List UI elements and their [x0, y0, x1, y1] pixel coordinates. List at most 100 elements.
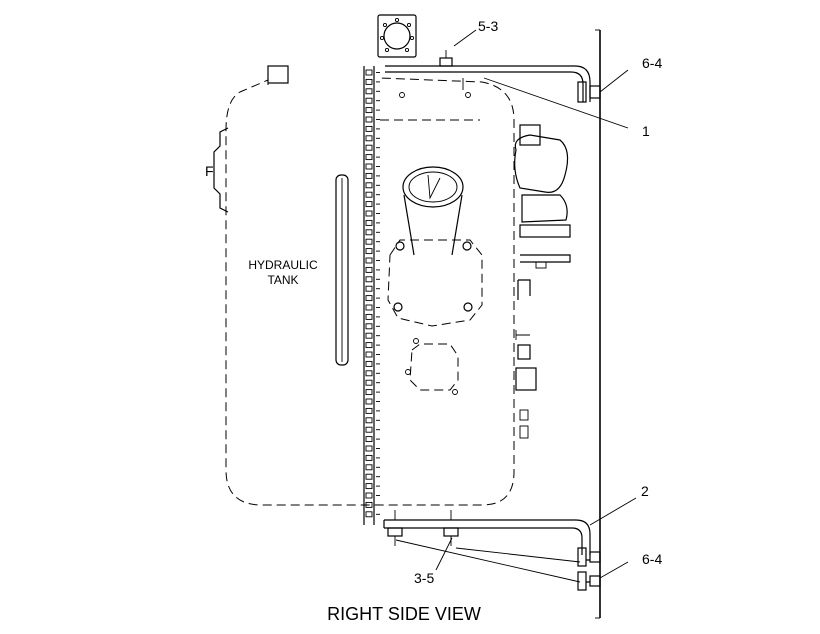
- frame-fastener: [365, 144, 373, 151]
- frame-fastener: [365, 135, 373, 142]
- frame-fastener: [365, 464, 373, 471]
- frame-fastener: [365, 172, 373, 179]
- flange-bolt-4: [463, 302, 473, 312]
- bolt-hole-3: [409, 35, 415, 41]
- sight-gauge: [335, 174, 349, 366]
- leader-3-5: [435, 537, 453, 571]
- frame-fastener: [365, 351, 373, 358]
- callout-1: 1: [642, 123, 650, 139]
- frame-fastener: [365, 266, 373, 273]
- frame-fastener: [365, 182, 373, 189]
- frame-fastener: [365, 295, 373, 302]
- frame-rail: [363, 66, 380, 525]
- bolt-hole-2: [406, 22, 412, 28]
- bolt-3-5-b: [443, 527, 459, 537]
- frame-fastener: [365, 313, 373, 320]
- leader-lines: [395, 29, 637, 583]
- frame-fastener: [365, 511, 373, 518]
- tank-label-line1: HYDRAULIC: [248, 258, 318, 272]
- bottom-bracket: [383, 510, 601, 591]
- leader-6-4-bottom: [599, 561, 629, 579]
- bolt-5-3: [439, 50, 453, 67]
- leader-2: [589, 497, 637, 526]
- bolt-3-5-a: [387, 527, 403, 537]
- lower-flange-bolt-3: [452, 389, 458, 395]
- letter-f-label: F: [205, 163, 214, 179]
- frame-fastener: [365, 276, 373, 283]
- clamp-6-4-top: [577, 81, 601, 103]
- leader-3-5-span: [395, 539, 581, 583]
- frame-fastener: [365, 445, 373, 452]
- frame-fastener: [365, 436, 373, 443]
- frame-fastener: [365, 332, 373, 339]
- hydraulic-tank: [213, 65, 515, 506]
- frame-fastener: [365, 398, 373, 405]
- frame-fastener: [365, 492, 373, 499]
- top-mount-hole: [383, 22, 411, 50]
- callout-6-4-top: 6-4: [642, 55, 662, 71]
- mount-hole-a: [399, 92, 405, 98]
- flange-bolt-2: [462, 241, 472, 251]
- frame-fastener: [365, 323, 373, 330]
- flange-bolt-1: [395, 241, 405, 251]
- frame-fastener: [365, 285, 373, 292]
- frame-fastener: [365, 219, 373, 226]
- top-mount-plate: [377, 14, 417, 58]
- mount-hole-b: [465, 92, 471, 98]
- tank-label-line2: TANK: [267, 273, 298, 287]
- frame-fastener: [365, 154, 373, 161]
- callout-5-3: 5-3: [478, 18, 498, 34]
- bolt-hole-7: [384, 47, 390, 53]
- leader-3-5-span-b: [455, 547, 581, 563]
- callout-2: 2: [641, 483, 649, 499]
- frame-fastener: [365, 69, 373, 76]
- frame-fastener: [365, 238, 373, 245]
- callout-3-5: 3-5: [414, 570, 434, 586]
- top-mount: [377, 14, 417, 58]
- pipe-flange-upper: [387, 239, 483, 327]
- tank-outline: [225, 77, 515, 506]
- frame-fastener: [365, 257, 373, 264]
- frame-fastener: [365, 379, 373, 386]
- frame-fastener: [365, 360, 373, 367]
- frame-fastener: [365, 407, 373, 414]
- frame-fastener: [365, 78, 373, 85]
- pipe-opening: [402, 166, 464, 208]
- leader-6-4-top: [599, 69, 629, 93]
- bolt-hole-4: [404, 47, 410, 53]
- tank-filler-cap: [267, 65, 289, 84]
- fastener-column: [365, 69, 380, 518]
- bolt-hole-6: [379, 35, 385, 41]
- frame-fastener: [365, 201, 373, 208]
- frame-fastener: [365, 97, 373, 104]
- top-tube-inner: [385, 71, 584, 102]
- frame-fastener: [365, 116, 373, 123]
- frame-fastener: [365, 342, 373, 349]
- frame-fastener: [365, 501, 373, 508]
- frame-fastener: [365, 389, 373, 396]
- frame-fastener: [365, 107, 373, 114]
- frame-fastener: [365, 417, 373, 424]
- frame-fastener: [365, 163, 373, 170]
- bolt-hole-1: [394, 17, 400, 23]
- frame-fastener: [365, 426, 373, 433]
- leader-5-3: [453, 29, 477, 47]
- pipe-flange-lower: [409, 343, 459, 391]
- frame-fastener: [365, 304, 373, 311]
- leader-1: [483, 77, 629, 129]
- pump-assembly: [514, 124, 571, 439]
- frame-fastener: [365, 210, 373, 217]
- frame-fastener: [365, 229, 373, 236]
- frame-fastener: [365, 125, 373, 132]
- frame-fastener: [365, 88, 373, 95]
- tank-side-bracket: [213, 127, 229, 213]
- bolt-hole-5: [382, 22, 388, 28]
- frame-fastener: [365, 473, 373, 480]
- top-tube: [385, 65, 591, 102]
- callout-6-4-bottom: 6-4: [642, 551, 662, 567]
- frame-fastener: [365, 454, 373, 461]
- lower-flange-bolt-1: [413, 338, 419, 344]
- flange-bolt-3: [393, 302, 403, 312]
